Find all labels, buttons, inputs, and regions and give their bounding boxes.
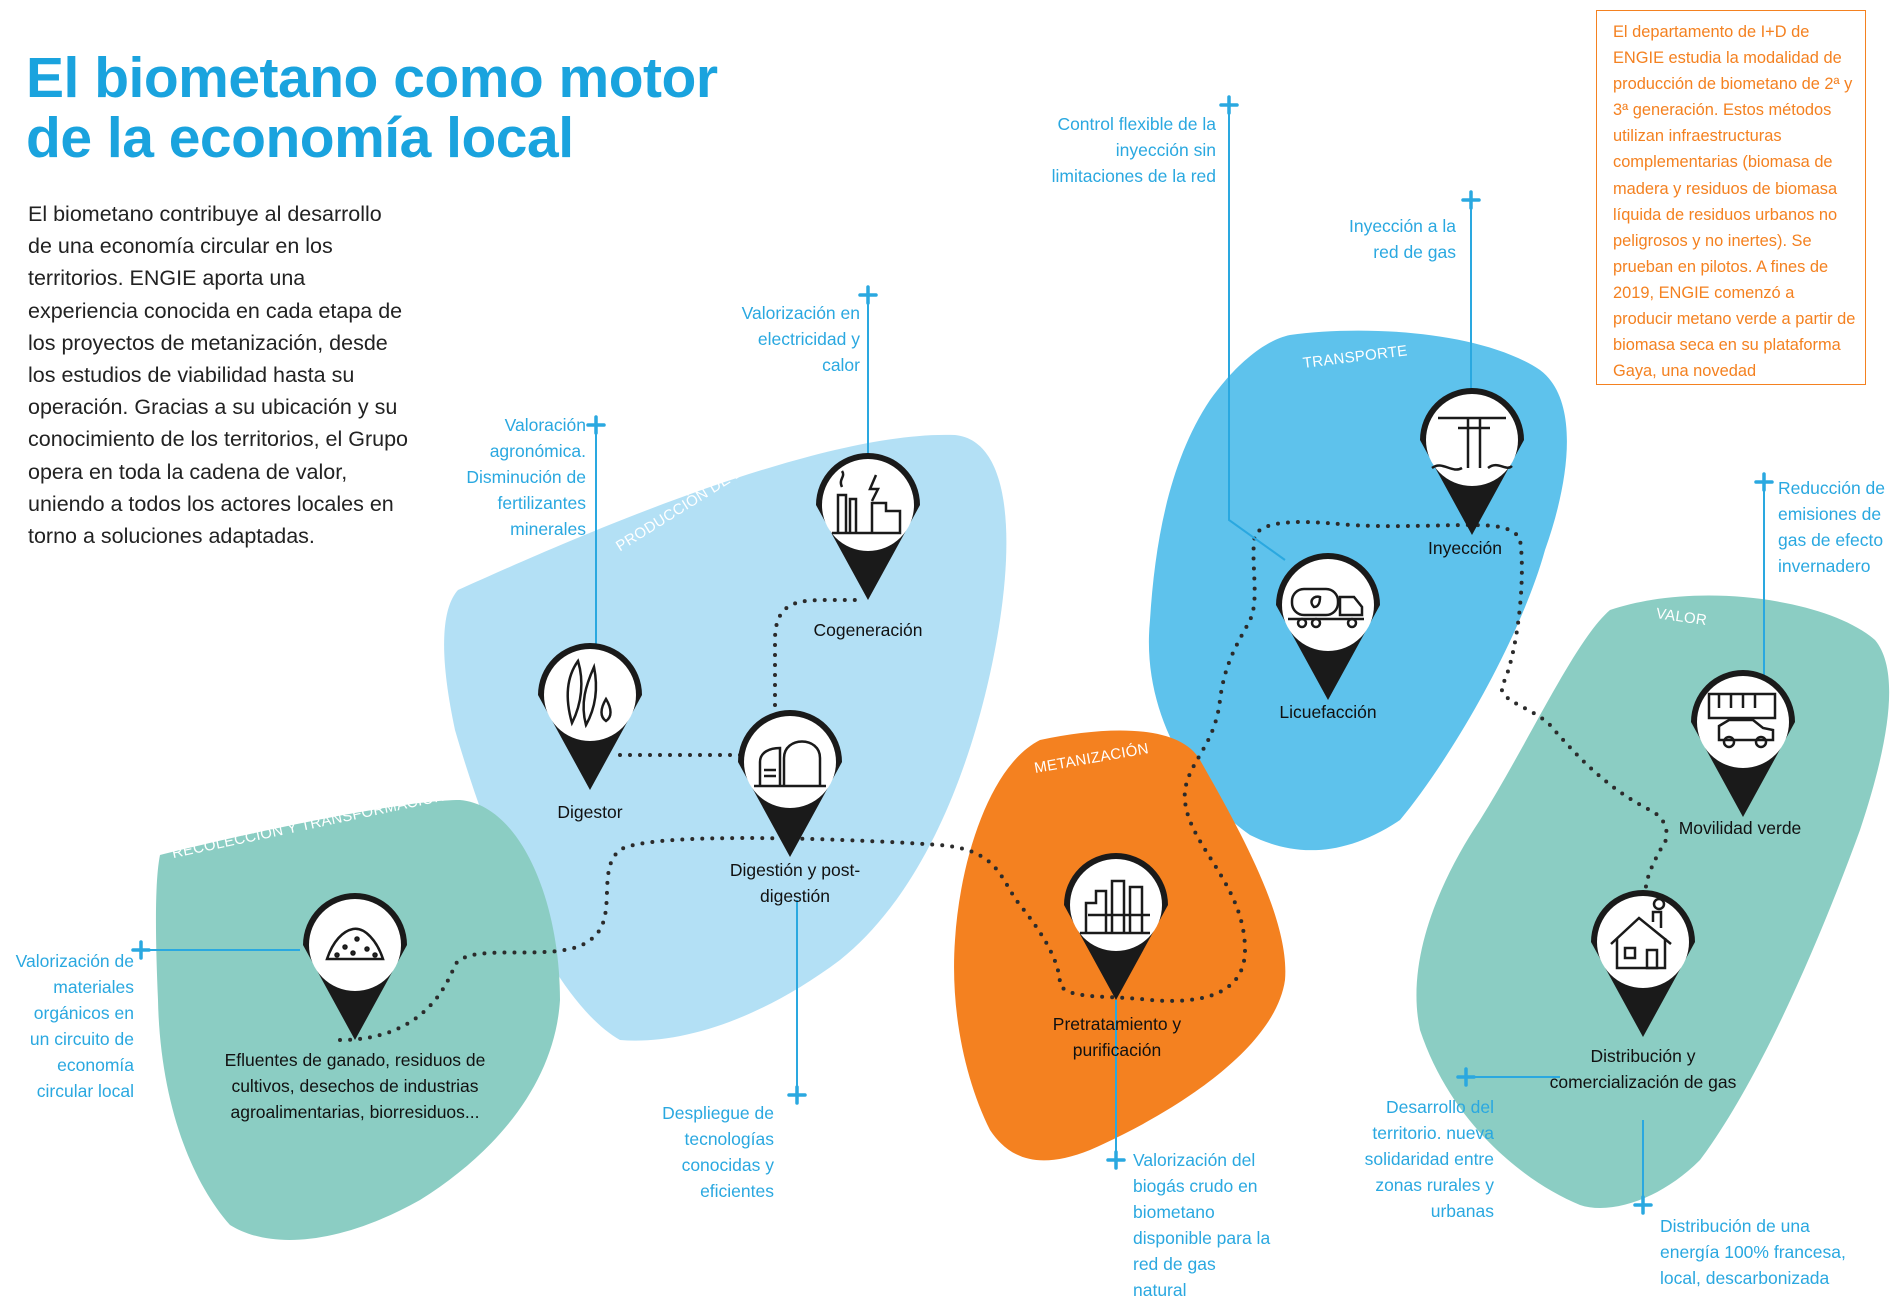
plus-icon [1456, 1067, 1476, 1087]
annotation-valorizacion-biogas: Valorización del biogás crudo en biometa… [1133, 1150, 1271, 1300]
bus-car-icon [1707, 692, 1777, 749]
heap-icon [325, 927, 385, 961]
digester-tank-icon [754, 740, 826, 788]
node-efluentes [303, 893, 407, 1040]
node-label-inyeccion: Inyección [1428, 538, 1502, 558]
annotation-valorizacion-electricidad: Valorización en electricidad y calor [741, 303, 860, 375]
node-inyeccion [1420, 388, 1524, 535]
purification-plant-icon [1080, 879, 1150, 935]
plus-icon [858, 285, 878, 305]
annotation-leaders [140, 105, 1765, 1205]
plus-icon [1219, 95, 1239, 115]
title-line-2: de la economía local [26, 106, 574, 170]
power-plant-icon [832, 470, 902, 535]
node-label-distribucion: Distribución y comercialización de gas [1549, 1046, 1737, 1092]
node-distribucion [1591, 890, 1695, 1037]
annotation-valoracion-agronomica: Valoración agronómica. Disminución de fe… [466, 415, 586, 539]
node-licuefaccion [1276, 553, 1380, 700]
node-label-movilidad: Movilidad verde [1678, 818, 1802, 838]
title-line-1: El biometano como motor [26, 46, 718, 110]
node-label-digestor: Digestor [557, 802, 623, 822]
annotation-desarrollo-territorio: Desarrollo del territorio. nueva solidar… [1364, 1097, 1494, 1221]
rd-info-box: El departamento de I+D de ENGIE estudia … [1596, 10, 1866, 385]
annotation-distribucion-energia: Distribución de una energía 100% frances… [1660, 1216, 1846, 1288]
node-digestor [538, 643, 642, 790]
node-label-digestion: Digestión y post-digestión [729, 860, 861, 906]
node-digestion [738, 710, 842, 857]
intro-paragraph: El biometano contribuye al desarrollo de… [28, 202, 409, 549]
page-title: El biometano como motor de la economía l… [26, 48, 718, 168]
annotation-valorizacion-materiales: Valorización de materiales orgánicos en … [15, 951, 134, 1101]
node-cogeneracion [816, 453, 920, 600]
plus-icon [586, 415, 606, 435]
plus-icon [131, 940, 151, 960]
node-label-efluentes: Efluentes de ganado, residuos de cultivo… [224, 1050, 486, 1122]
node-movilidad [1691, 670, 1795, 817]
node-label-licuefaccion: Licuefacción [1279, 702, 1377, 722]
node-pretratamiento [1064, 853, 1168, 1000]
dotted-flow-path [338, 520, 1669, 1042]
node-label-cogeneracion: Cogeneración [813, 620, 923, 640]
plus-icon [1633, 1195, 1653, 1215]
plus-icon [787, 1085, 807, 1105]
plus-icon [1106, 1150, 1126, 1170]
tanker-truck-icon [1288, 587, 1364, 629]
plus-markers [131, 95, 1774, 1215]
plus-icon [1461, 190, 1481, 210]
crops-droplet-icon [566, 658, 612, 729]
node-label-pretratamiento: Pretratamiento y purificación [1052, 1014, 1182, 1060]
annotation-reduccion-emisiones: Reducción de emisiones de gas de efecto … [1778, 478, 1886, 576]
annotation-control-flexible: Control flexible de la inyección sin lim… [1051, 114, 1216, 186]
annotation-despliegue: Despliegue de tecnologías conocidas y ef… [662, 1103, 774, 1201]
gas-valve-icon [1431, 416, 1513, 471]
house-icon [1610, 897, 1672, 970]
annotation-inyeccion-red: Inyección a la red de gas [1348, 216, 1456, 262]
plus-icon [1754, 472, 1774, 492]
